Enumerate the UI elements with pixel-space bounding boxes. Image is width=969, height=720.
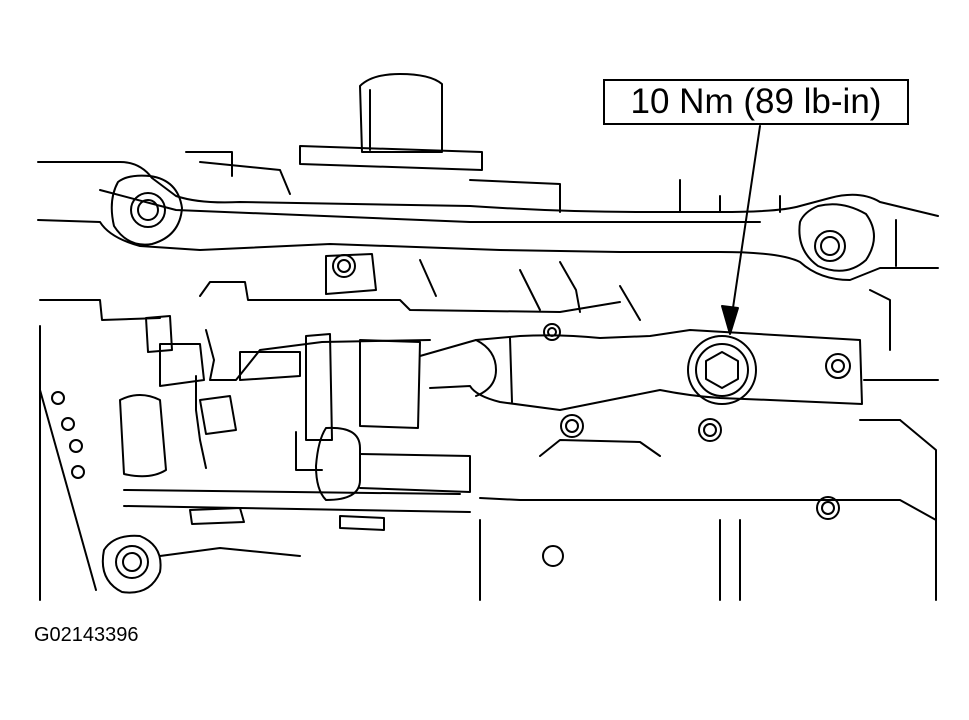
- top-sensor-housing: [185, 73, 483, 177]
- left-side-holes: [39, 389, 97, 591]
- callout-leader: [721, 125, 761, 335]
- valve-body-outline: [39, 259, 641, 601]
- lower-left-boss: [101, 534, 301, 594]
- right-corner-boss: [798, 203, 875, 272]
- torque-callout-box: 10 Nm (89 lb-in): [603, 79, 909, 125]
- lower-shaft: [123, 426, 471, 531]
- lower-right-casting: [479, 289, 939, 601]
- upper-casting-rail: [37, 161, 939, 281]
- left-corner-boss: [110, 174, 183, 246]
- detent-assembly: [119, 315, 421, 478]
- manual-lever-arm: [419, 329, 863, 411]
- figure-id-label: G02143396: [34, 624, 139, 646]
- upper-bolt: [325, 253, 377, 295]
- torque-bolt: [687, 335, 757, 405]
- torque-specification: 10 Nm (89 lb-in): [630, 82, 882, 121]
